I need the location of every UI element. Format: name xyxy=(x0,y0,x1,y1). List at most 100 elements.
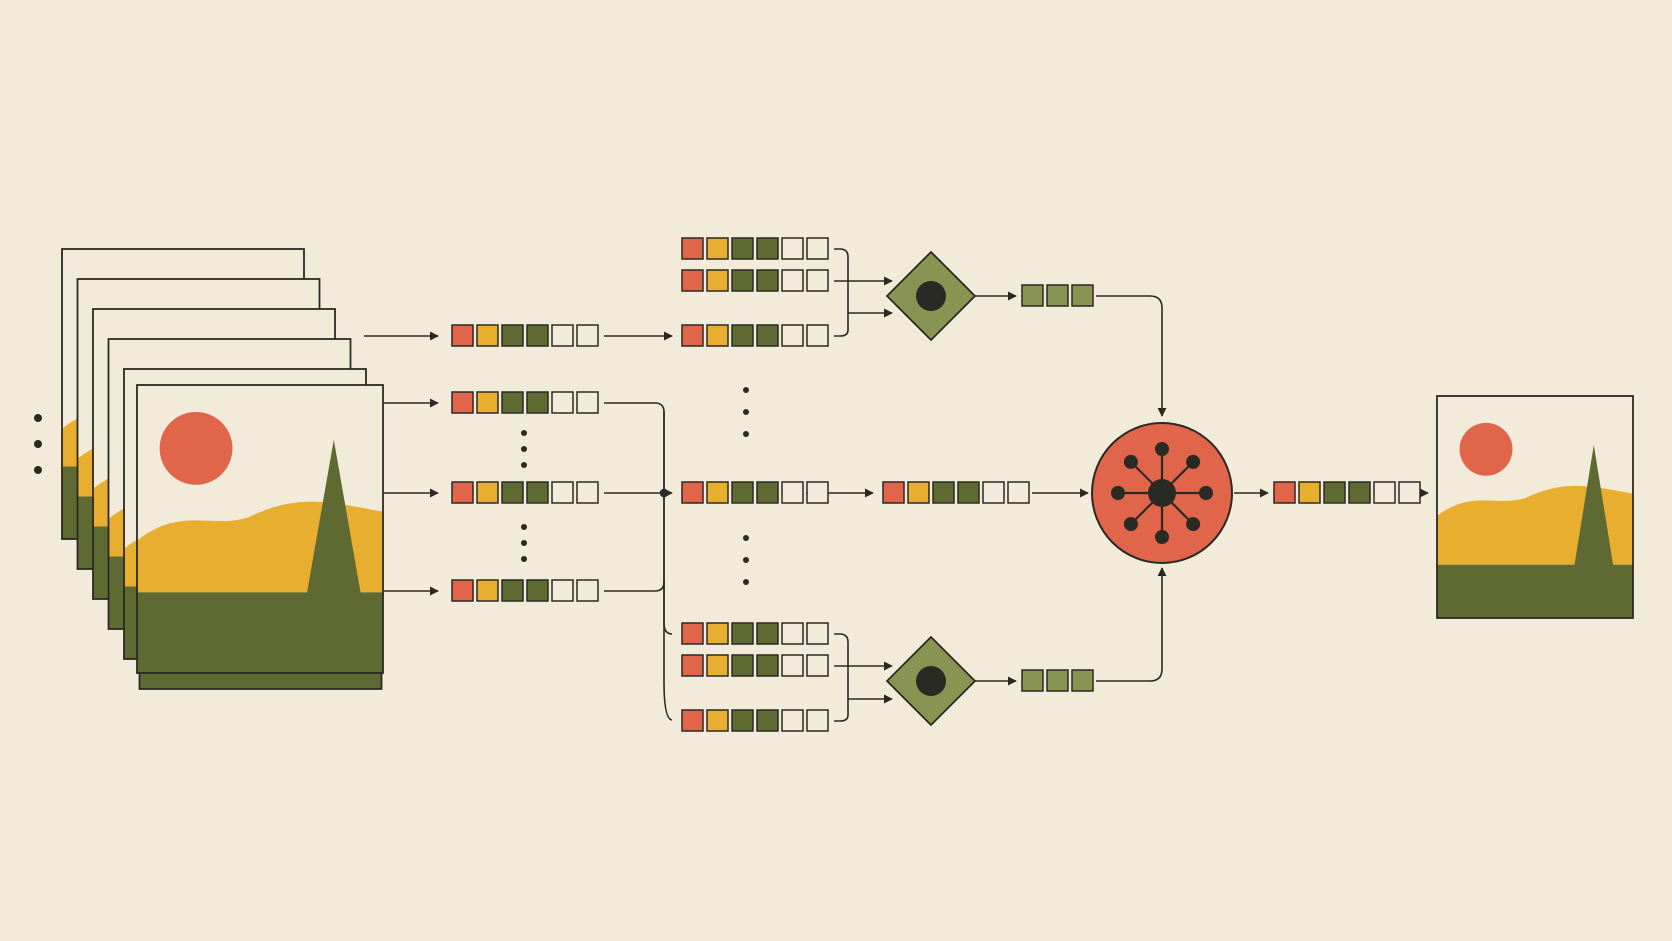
token-cell xyxy=(1021,669,1044,692)
token-cell xyxy=(781,269,804,292)
token-row xyxy=(681,269,829,292)
connector-line xyxy=(834,633,849,722)
token-cell xyxy=(781,709,804,732)
token-cell xyxy=(501,391,524,414)
token-cell xyxy=(781,324,804,347)
gate-output-row xyxy=(1021,669,1094,692)
token-cell xyxy=(526,481,549,504)
token-cell xyxy=(781,481,804,504)
token-cell xyxy=(932,481,955,504)
landscape-icon xyxy=(137,385,383,673)
token-cell xyxy=(806,324,829,347)
token-cell xyxy=(731,622,754,645)
token-cell xyxy=(476,391,499,414)
gate-diamond-icon xyxy=(885,635,977,727)
token-cell xyxy=(806,481,829,504)
hub-network-icon xyxy=(1091,422,1233,564)
token-cell xyxy=(756,622,779,645)
token-row xyxy=(451,579,599,602)
arrow-icon xyxy=(1096,567,1167,682)
token-cell xyxy=(706,269,729,292)
junction-dot xyxy=(659,488,669,498)
token-cell xyxy=(706,709,729,732)
connector-line xyxy=(663,412,673,635)
token-row xyxy=(681,324,829,347)
token-cell xyxy=(706,654,729,677)
token-cell xyxy=(1007,481,1030,504)
token-cell xyxy=(907,481,930,504)
token-cell xyxy=(706,324,729,347)
token-row xyxy=(681,622,829,645)
token-cell xyxy=(731,237,754,260)
token-cell xyxy=(501,579,524,602)
token-cell xyxy=(756,481,779,504)
token-cell xyxy=(781,237,804,260)
token-cell xyxy=(731,269,754,292)
token-cell xyxy=(1348,481,1371,504)
token-cell xyxy=(681,622,704,645)
token-cell xyxy=(1046,284,1069,307)
token-cell xyxy=(576,324,599,347)
token-cell xyxy=(1273,481,1296,504)
token-cell xyxy=(706,481,729,504)
token-cell xyxy=(451,481,474,504)
token-cell xyxy=(756,709,779,732)
ellipsis-icon xyxy=(34,414,42,474)
token-cell xyxy=(806,654,829,677)
token-cell xyxy=(451,391,474,414)
token-cell xyxy=(781,654,804,677)
output-token-row xyxy=(1273,481,1421,504)
token-cell xyxy=(681,709,704,732)
token-cell xyxy=(501,324,524,347)
token-cell xyxy=(476,324,499,347)
token-cell xyxy=(681,481,704,504)
token-cell xyxy=(576,579,599,602)
token-cell xyxy=(731,654,754,677)
token-cell xyxy=(957,481,980,504)
token-cell xyxy=(806,269,829,292)
token-cell xyxy=(1071,284,1094,307)
token-cell xyxy=(1298,481,1321,504)
token-cell xyxy=(501,481,524,504)
token-cell xyxy=(731,481,754,504)
token-cell xyxy=(451,579,474,602)
token-cell xyxy=(576,481,599,504)
arrow-icon xyxy=(1096,295,1167,417)
token-cell xyxy=(681,269,704,292)
token-cell xyxy=(451,324,474,347)
token-row xyxy=(681,481,829,504)
token-rows xyxy=(451,237,1421,732)
token-cell xyxy=(551,324,574,347)
token-cell xyxy=(576,391,599,414)
token-cell xyxy=(681,237,704,260)
token-row xyxy=(451,324,599,347)
token-cell xyxy=(706,622,729,645)
token-cell xyxy=(526,579,549,602)
token-cell xyxy=(882,481,905,504)
token-cell xyxy=(806,709,829,732)
token-row xyxy=(451,391,599,414)
connector-line xyxy=(604,581,665,592)
token-cell xyxy=(681,654,704,677)
token-cell xyxy=(551,579,574,602)
token-cell xyxy=(476,481,499,504)
token-row xyxy=(681,654,829,677)
token-cell xyxy=(1071,669,1094,692)
landscape-icon xyxy=(1437,396,1633,618)
token-cell xyxy=(1323,481,1346,504)
token-row xyxy=(681,237,829,260)
token-cell xyxy=(551,391,574,414)
token-cell xyxy=(1046,669,1069,692)
ellipsis-icon xyxy=(521,387,749,585)
token-cell xyxy=(756,237,779,260)
token-cell xyxy=(731,324,754,347)
token-row xyxy=(882,481,1030,504)
token-cell xyxy=(526,324,549,347)
token-row xyxy=(451,481,599,504)
token-cell xyxy=(806,237,829,260)
token-cell xyxy=(731,709,754,732)
token-cell xyxy=(681,324,704,347)
token-cell xyxy=(526,391,549,414)
token-cell xyxy=(756,324,779,347)
